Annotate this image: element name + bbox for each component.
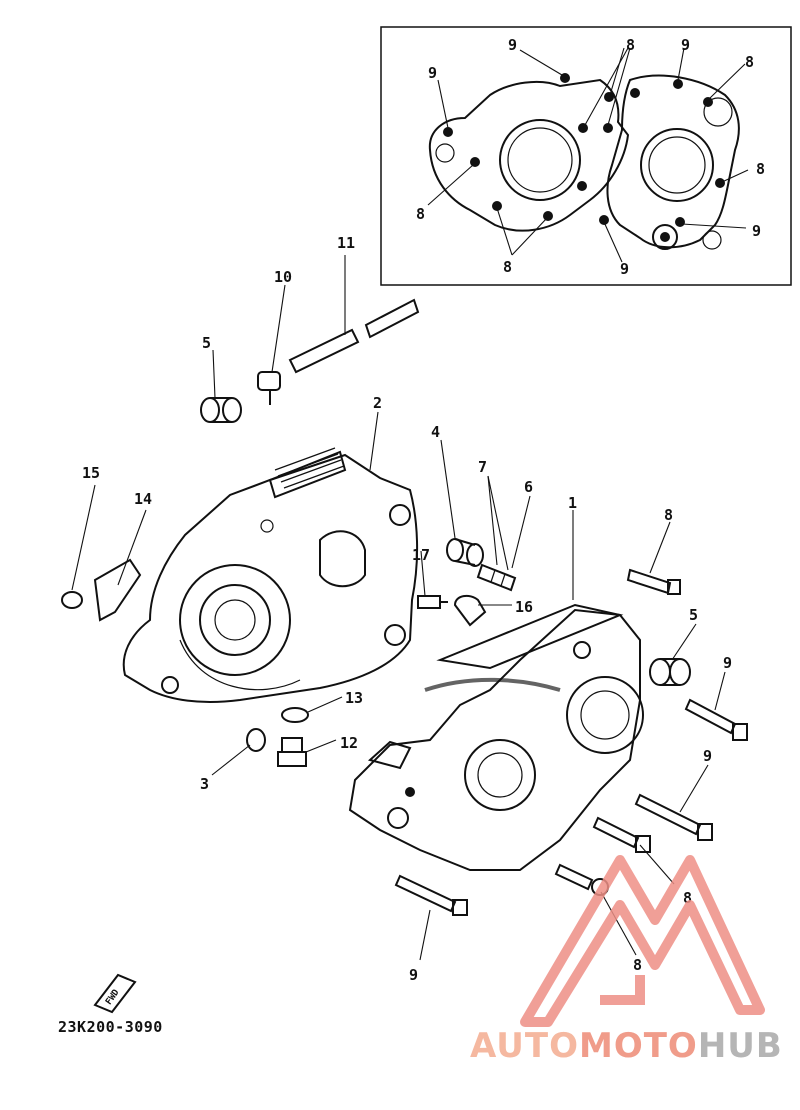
inset-label-8c: 8: [756, 160, 765, 178]
fwd-arrow-icon: FWD: [93, 973, 137, 1014]
inset-label-8d: 8: [416, 205, 425, 223]
brand-moto: MOTO: [578, 1026, 698, 1066]
label-5-right: 5: [689, 606, 698, 624]
right-crankcase-half: [348, 603, 644, 871]
label-9-right-upper: 9: [723, 654, 732, 672]
inset-label-9b: 9: [681, 36, 690, 54]
label-8-mid: 8: [683, 889, 692, 907]
label-9-bottom: 9: [409, 966, 418, 984]
automotohub-logo-mark: [520, 855, 765, 1027]
part-17-screw: [417, 595, 448, 609]
part-12-drain-plug: [277, 737, 307, 767]
part-14-bracket: [93, 558, 142, 622]
inset-label-8a: 8: [626, 36, 635, 54]
label-8-top: 8: [664, 506, 673, 524]
label-17: 17: [412, 546, 430, 564]
inset-label-9e: 9: [752, 222, 761, 240]
part-11-hose: [288, 298, 420, 374]
part-5-dowel-left: [200, 397, 242, 423]
left-crankcase-half: [122, 447, 419, 703]
leader-lines: [71, 255, 726, 961]
label-9-right-lower: 9: [703, 747, 712, 765]
label-8-bottom: 8: [633, 956, 642, 974]
bolts: [394, 568, 748, 916]
label-6: 6: [524, 478, 533, 496]
label-12: 12: [340, 734, 358, 752]
label-3: 3: [200, 775, 209, 793]
label-16: 16: [515, 598, 533, 616]
label-5-left: 5: [202, 334, 211, 352]
inset-label-9d: 9: [620, 260, 629, 278]
brand-hub: HUB: [697, 1026, 783, 1066]
label-4: 4: [431, 423, 440, 441]
label-11: 11: [337, 234, 355, 252]
part-6-7-pins: [476, 563, 517, 592]
inset-bolt-markers: [443, 73, 725, 227]
part-15-grommet: [61, 591, 83, 609]
inset-label-8e: 8: [503, 258, 512, 276]
part-4-dowel: [446, 538, 484, 567]
part-3-dowel: [246, 728, 266, 752]
part-16-clip: [453, 594, 487, 627]
label-7: 7: [478, 458, 487, 476]
inset-label-9c: 9: [428, 64, 437, 82]
brand-auto: AUTO: [470, 1026, 579, 1066]
label-14: 14: [134, 490, 152, 508]
label-15: 15: [82, 464, 100, 482]
inset-label-9a: 9: [508, 36, 517, 54]
label-10: 10: [274, 268, 292, 286]
label-13: 13: [345, 689, 363, 707]
label-2: 2: [373, 394, 382, 412]
inset-label-8b: 8: [745, 53, 754, 71]
watermark-brand: AUTOMOTOHUB: [470, 1026, 783, 1066]
inset-crankcase-view: 9 8 9 8 9 8 8 8 9 9: [380, 26, 792, 286]
part-13-washer: [281, 707, 309, 723]
part-code: 23K200-3090: [58, 1018, 163, 1036]
inset-leader-lines: [427, 47, 749, 263]
label-1: 1: [568, 494, 577, 512]
part-10-fitting: [257, 371, 281, 405]
part-5-dowel-right: [649, 658, 691, 686]
